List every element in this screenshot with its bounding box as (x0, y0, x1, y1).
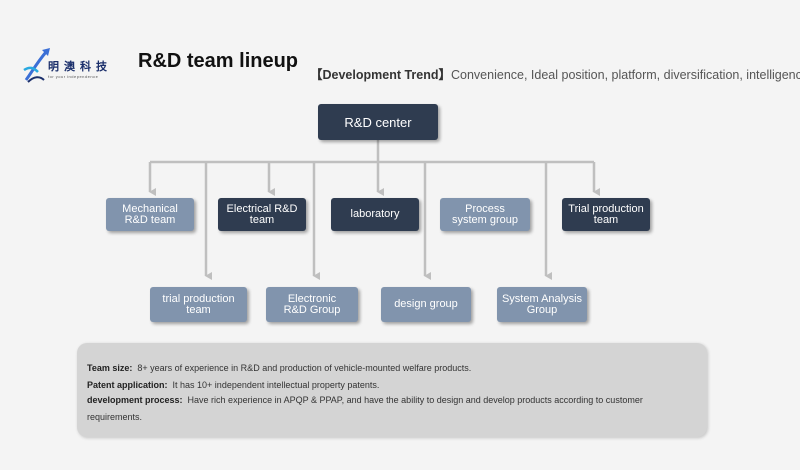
patent-line: Patent application: It has 10+ independe… (87, 380, 379, 390)
patent-text: It has 10+ independent intellectual prop… (172, 380, 380, 390)
trial-production-team-label: Trial production team (568, 202, 644, 226)
laboratory-box: laboratory (331, 198, 419, 231)
team-size-label: Team size: (87, 363, 133, 373)
page-title: R&D team lineup (138, 50, 299, 72)
team-size-line: Team size: 8+ years of experience in R&D… (87, 363, 471, 373)
laboratory-label: laboratory (350, 208, 400, 220)
electronic-group-box: Electronic R&D Group (266, 287, 358, 322)
rd-center-box: R&D center (318, 104, 438, 140)
design-group-label: design group (394, 298, 458, 310)
trial-production-label: trial production team (162, 292, 235, 316)
electrical-team-label: Electrical R&D team (226, 202, 298, 226)
mechanical-team-label: Mechanical R&D team (122, 202, 178, 226)
process-group-box: Process system group (440, 198, 530, 231)
company-logo (22, 46, 122, 86)
logo-arrow-icon (23, 48, 50, 83)
development-trend: 【Development Trend】Convenience, Ideal po… (310, 64, 800, 83)
info-panel: Team size: 8+ years of experience in R&D… (77, 343, 707, 437)
brand-tagline: for your independence (48, 74, 99, 79)
mechanical-team-box: Mechanical R&D team (106, 198, 194, 231)
process-text: Have rich experience in APQP & PPAP, and… (87, 395, 643, 422)
electronic-group-label: Electronic R&D Group (283, 292, 341, 316)
process-label: development process: (87, 395, 183, 405)
system-analysis-label: System Analysis Group (501, 292, 583, 316)
process-group-label: Process system group (451, 202, 519, 226)
design-group-box: design group (381, 287, 471, 322)
process-line: development process: Have rich experienc… (87, 392, 687, 426)
team-size-text: 8+ years of experience in R&D and produc… (137, 363, 472, 373)
patent-label: Patent application: (87, 380, 168, 390)
trial-production-box: trial production team (150, 287, 247, 322)
brand-name: 明澳科技 (48, 60, 112, 73)
electrical-team-box: Electrical R&D team (218, 198, 306, 231)
trial-production-team-box: Trial production team (562, 198, 650, 231)
trend-text: Convenience, Ideal position, platform, d… (451, 68, 800, 82)
system-analysis-box: System Analysis Group (497, 287, 587, 322)
rd-center-label: R&D center (344, 114, 412, 130)
trend-label: 【Development Trend】 (310, 68, 451, 82)
